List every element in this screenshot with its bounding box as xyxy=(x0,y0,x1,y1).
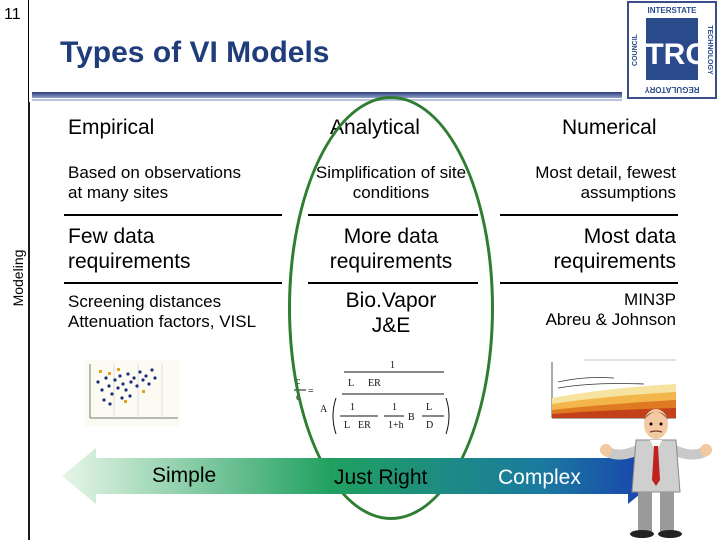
logo-ring-left: COUNCIL xyxy=(632,33,639,66)
title-underline xyxy=(32,92,622,98)
itrc-logo: ITRC INTERSTATE REGULATORY TECHNOLOGY CO… xyxy=(627,1,717,99)
complexity-arrow xyxy=(62,448,662,504)
shrugging-man-figure xyxy=(600,409,712,538)
divider-1a xyxy=(64,214,282,216)
analytical-highlight-oval xyxy=(288,96,494,520)
arrow-label-simple: Simple xyxy=(152,464,217,487)
col-header-numerical: Numerical xyxy=(562,116,657,139)
left-side-band xyxy=(0,102,30,540)
empirical-data-req: Few data requirements xyxy=(68,225,191,274)
col-header-empirical: Empirical xyxy=(68,116,155,139)
numerical-basis: Most detail, fewest assumptions xyxy=(535,163,676,203)
divider-2c xyxy=(500,282,678,284)
logo-letters: ITRC xyxy=(637,38,707,71)
logo-ring-right: TECHNOLOGY xyxy=(706,25,713,75)
slide-title: Types of VI Models xyxy=(60,36,330,69)
divider-2a xyxy=(64,282,282,284)
modeling-side-label: Modeling xyxy=(10,249,26,307)
empirical-scatter-thumbnail xyxy=(84,360,180,426)
slide-number-box xyxy=(0,0,29,103)
divider-1c xyxy=(500,214,678,216)
numerical-examples: MIN3P Abreu & Johnson xyxy=(545,290,676,330)
arrow-label-complex: Complex xyxy=(498,466,581,489)
numerical-data-req: Most data requirements xyxy=(553,225,676,274)
logo-ring-bottom: REGULATORY xyxy=(644,85,700,94)
title-underline-light xyxy=(32,99,622,101)
empirical-basis: Based on observations at many sites xyxy=(68,163,241,203)
arrow-label-just-right: Just Right xyxy=(334,466,428,489)
empirical-examples: Screening distances Attenuation factors,… xyxy=(68,292,257,332)
numerical-contour-thumbnail xyxy=(544,358,680,428)
slide-number: 11 xyxy=(4,6,21,23)
logo-ring-top: INTERSTATE xyxy=(647,6,697,15)
